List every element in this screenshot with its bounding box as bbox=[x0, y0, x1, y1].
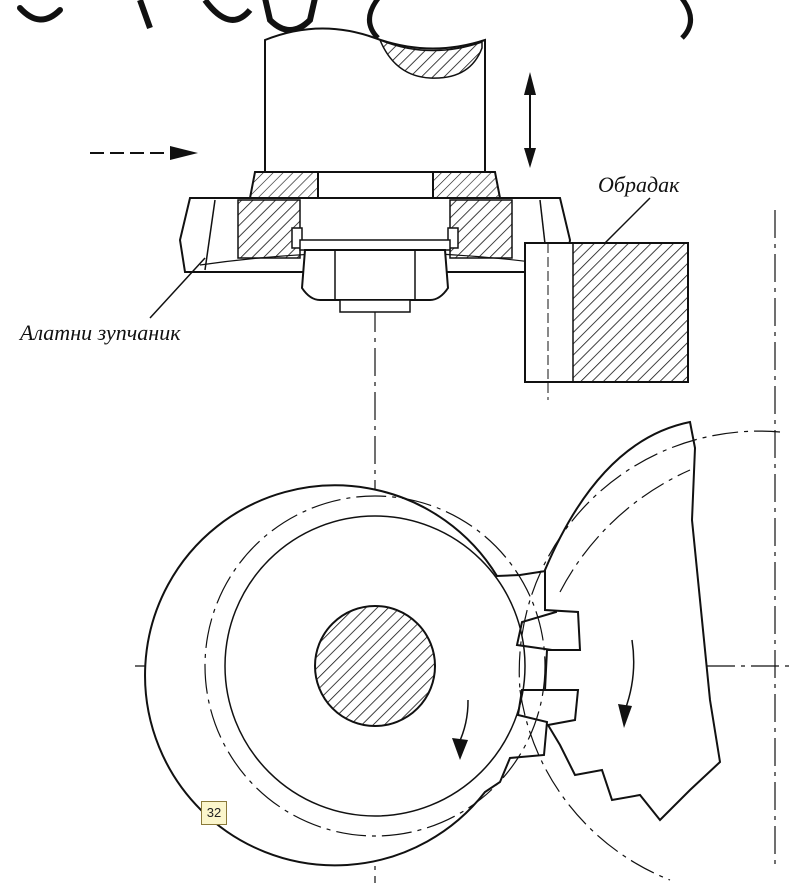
page-number-badge: 32 bbox=[201, 801, 227, 825]
tool-gear-front-view bbox=[144, 484, 558, 867]
cropped-heading-fragment bbox=[17, 0, 693, 40]
tool-gear-leader bbox=[149, 257, 206, 319]
spindle-shaft bbox=[264, 27, 486, 173]
reciprocating-arrow bbox=[524, 72, 536, 168]
shaft-section bbox=[314, 605, 436, 727]
workpiece-front-view bbox=[518, 420, 781, 881]
clamping-nut bbox=[291, 227, 459, 313]
tool-gear-label: Алатни зупчаник bbox=[20, 320, 181, 345]
workpiece-label: Обрадак bbox=[598, 172, 680, 197]
workpiece-section bbox=[524, 242, 689, 400]
workpiece-leader bbox=[604, 197, 651, 244]
feed-arrow bbox=[90, 146, 198, 160]
